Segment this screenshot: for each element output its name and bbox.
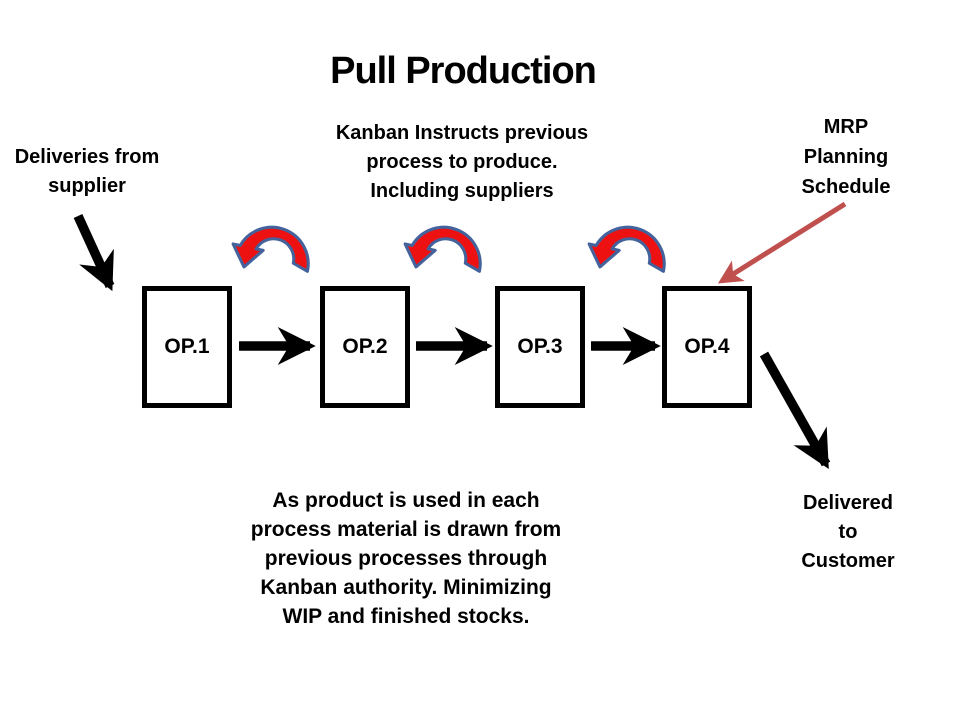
delivered-to-customer-label: Delivered to Customer <box>801 492 895 572</box>
process-box-op1: OP.1 <box>142 286 232 408</box>
slide-title: Pull Production <box>330 50 597 92</box>
pull-process-summary: As product is used in each process mater… <box>250 489 562 628</box>
process-box-op3: OP.3 <box>495 286 585 408</box>
mrp-planning-schedule-label: MRP Planning Schedule <box>801 116 891 198</box>
kanban-curved-arrow-op3-to-op2 <box>403 225 482 273</box>
mrp-schedule-arrow <box>717 201 847 284</box>
customer-delivery-arrow <box>759 351 831 469</box>
process-box-label: OP.2 <box>342 335 388 358</box>
kanban-curved-arrow-op4-to-op3 <box>587 225 666 273</box>
process-box-label: OP.4 <box>684 335 730 358</box>
kanban-curved-arrow-op2-to-op1 <box>231 225 310 273</box>
process-box-label: OP.3 <box>517 335 563 358</box>
kanban-instruction-note: Kanban Instructs previous process to pro… <box>335 122 589 202</box>
supplier-delivery-arrow <box>73 214 115 292</box>
process-box-op2: OP.2 <box>320 286 410 408</box>
process-box-label: OP.1 <box>164 335 210 358</box>
deliveries-from-supplier-label: Deliveries from supplier <box>14 146 160 197</box>
process-box-op4: OP.4 <box>662 286 752 408</box>
